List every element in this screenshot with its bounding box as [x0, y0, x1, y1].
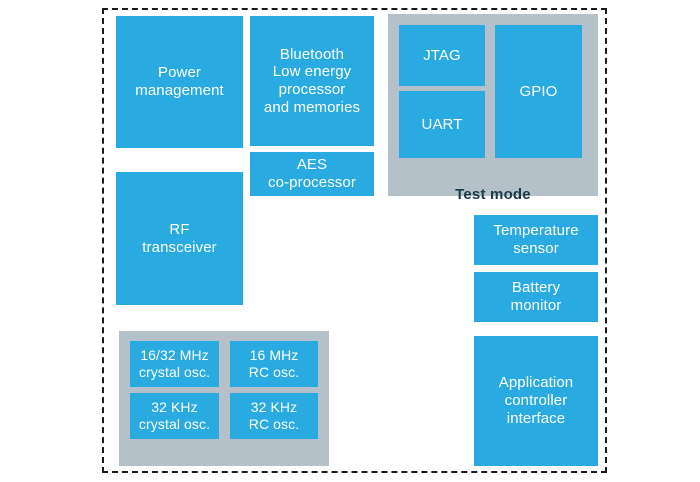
group-label-test-mode: Test mode	[455, 186, 531, 203]
block-gpio[interactable]: GPIO	[495, 25, 582, 158]
block-battery-monitor[interactable]: Battery monitor	[474, 272, 598, 322]
block-application-controller-interface[interactable]: Application controller interface	[474, 336, 598, 466]
block-power-management[interactable]: Power management	[116, 16, 243, 148]
block-rf-transceiver[interactable]: RF transceiver	[116, 172, 243, 305]
chip-boundary-dashed-outline	[102, 8, 607, 473]
block-rc-oscillator-16mhz[interactable]: 16 MHz RC osc.	[230, 341, 318, 387]
block-temperature-sensor[interactable]: Temperature sensor	[474, 215, 598, 265]
block-crystal-oscillator-16-32mhz[interactable]: 16/32 MHz crystal osc.	[130, 341, 219, 387]
block-aes-coprocessor[interactable]: AES co-processor	[250, 152, 374, 196]
block-rc-oscillator-32khz[interactable]: 32 KHz RC osc.	[230, 393, 318, 439]
block-bluetooth-low-energy-processor[interactable]: Bluetooth Low energy processor and memor…	[250, 16, 374, 146]
block-jtag[interactable]: JTAG	[399, 25, 485, 86]
block-uart[interactable]: UART	[399, 91, 485, 158]
block-crystal-oscillator-32khz[interactable]: 32 KHz crystal osc.	[130, 393, 219, 439]
